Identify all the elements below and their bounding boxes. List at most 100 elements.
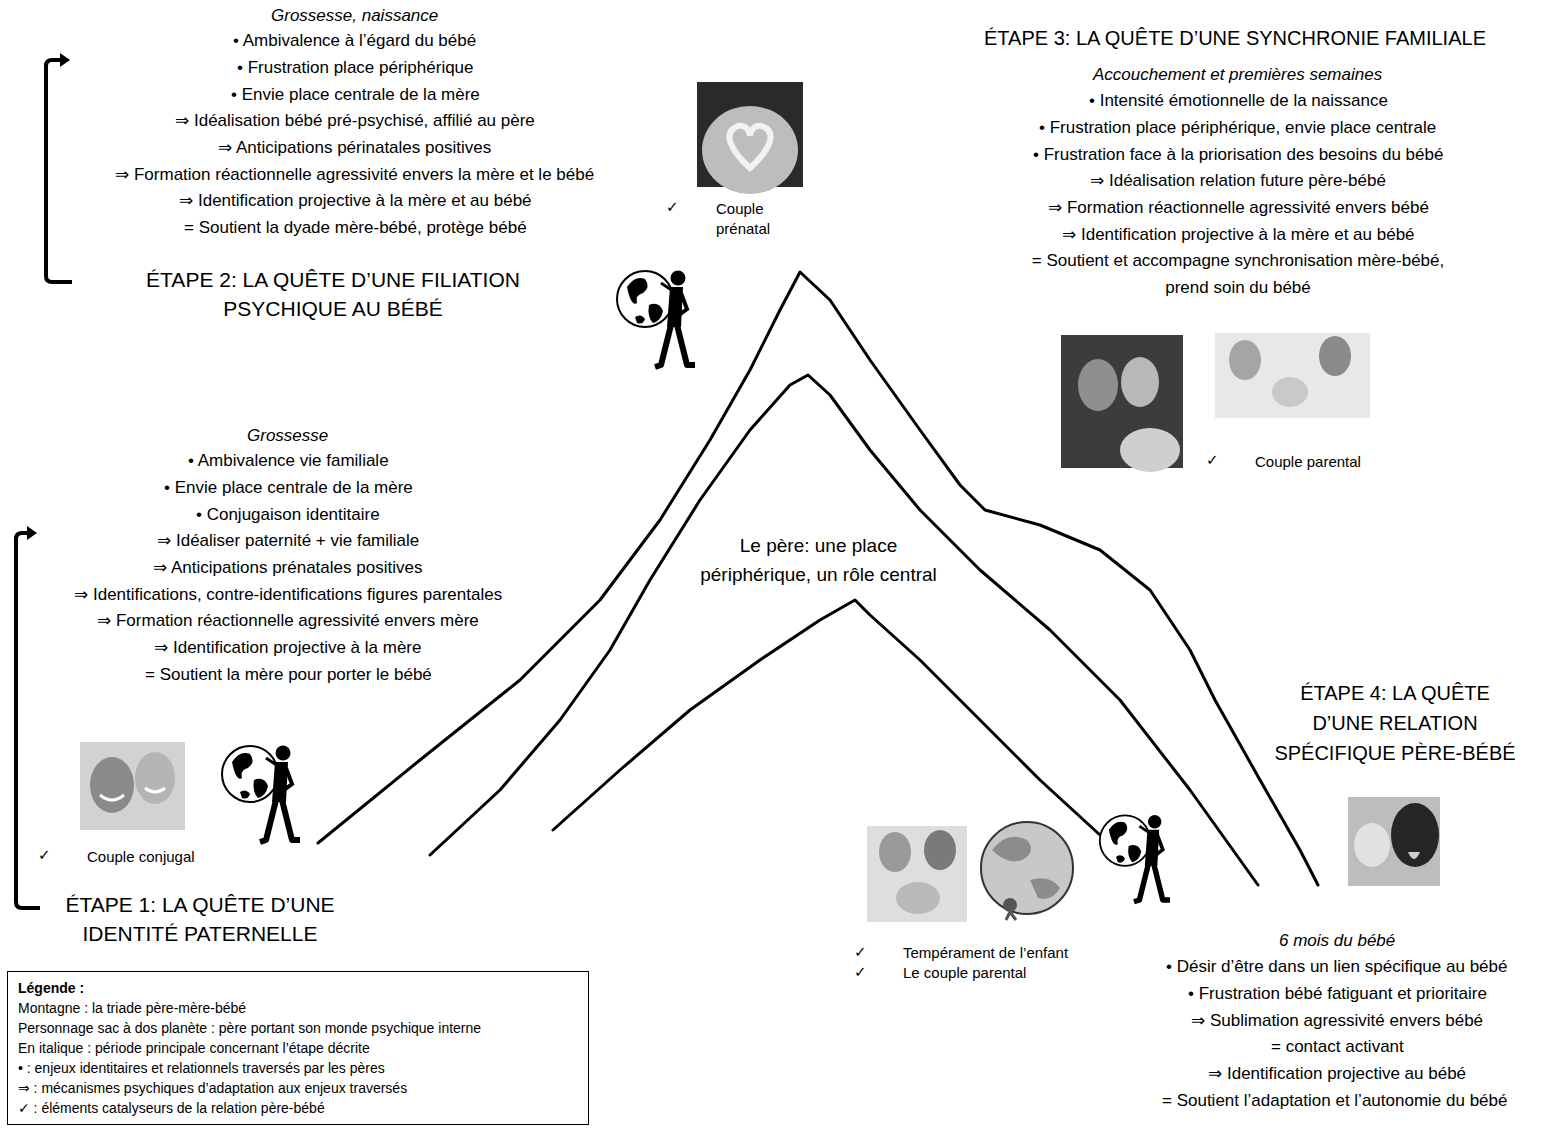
legend-entry: ⇒ : mécanismes psychiques d’adaptation a… bbox=[18, 1078, 578, 1098]
illustration-part bbox=[702, 106, 798, 194]
check-mark: ✓ bbox=[854, 963, 867, 982]
photo bbox=[1348, 797, 1440, 886]
illustration-part bbox=[90, 757, 134, 813]
issue-item: • Intensité émotionnelle de la naissance bbox=[1089, 90, 1388, 111]
legend-entry: Personnage sac à dos planète : père port… bbox=[18, 1018, 578, 1038]
issue-item: • Désir d’être dans un lien spécifique a… bbox=[1166, 956, 1507, 977]
illustration-part bbox=[729, 126, 770, 168]
illustration-part bbox=[1319, 336, 1351, 376]
check-mark: ✓ bbox=[38, 846, 51, 865]
outcome-item: = Soutient la dyade mère-bébé, protège b… bbox=[184, 217, 527, 238]
mechanism-item: ⇒ Formation réactionnelle agressivité en… bbox=[97, 610, 479, 631]
mechanism-item: ⇒ Identification projective à la mère et… bbox=[179, 190, 532, 211]
stage-title: ÉTAPE 4: LA QUÊTE D’UNE RELATION SPÉCIFI… bbox=[1270, 678, 1520, 768]
walker-figure bbox=[617, 271, 695, 368]
stage-title: ÉTAPE 3: LA QUÊTE D’UNE SYNCHRONIE FAMIL… bbox=[984, 26, 1486, 51]
mountain-outer bbox=[318, 272, 1318, 885]
photo bbox=[867, 826, 967, 922]
illustration-part bbox=[992, 837, 1031, 862]
issue-item: • Ambivalence vie familiale bbox=[188, 450, 389, 471]
illustration-part bbox=[1006, 912, 1016, 920]
photo bbox=[80, 742, 185, 830]
issue-item: • Frustration bébé fatiguant et priorita… bbox=[1188, 983, 1487, 1004]
center-label: Le père: une place périphérique, un rôle… bbox=[691, 532, 946, 589]
issue-item: • Envie place centrale de la mère bbox=[231, 84, 480, 105]
illustration-part bbox=[924, 830, 956, 870]
mechanism-item: ⇒ Formation réactionnelle agressivité en… bbox=[115, 164, 594, 185]
illustration-part bbox=[135, 752, 175, 804]
mechanism-item: ⇒ Idéalisation relation future père-bébé bbox=[1090, 170, 1386, 191]
bracket-arrow bbox=[27, 526, 37, 540]
catalyst-label: Tempérament de l’enfant bbox=[903, 944, 1068, 963]
illustration-part bbox=[1121, 357, 1159, 407]
walker-figure bbox=[222, 746, 300, 843]
photo bbox=[697, 82, 803, 194]
issue-item: • Frustration place périphérique, envie … bbox=[1039, 117, 1436, 138]
illustration-part bbox=[867, 826, 967, 922]
mountain-middle bbox=[430, 375, 1258, 885]
legend-heading: Légende : bbox=[18, 978, 578, 998]
legend-entry: ✓ : éléments catalyseurs de la relation … bbox=[18, 1098, 578, 1118]
issue-item: • Frustration place périphérique bbox=[237, 57, 474, 78]
illustration-part bbox=[1391, 803, 1439, 867]
issue-item: • Conjugaison identitaire bbox=[196, 504, 380, 525]
illustration-part bbox=[1229, 340, 1261, 380]
check-mark: ✓ bbox=[854, 943, 867, 962]
mechanism-item: ⇒ Identification projective à la mère et… bbox=[1062, 224, 1415, 245]
illustration-part bbox=[145, 788, 165, 792]
cartoon bbox=[981, 822, 1073, 920]
bracket bbox=[46, 60, 72, 282]
issue-item: • Envie place centrale de la mère bbox=[164, 477, 413, 498]
mechanism-item: ⇒ Sublimation agressivité envers bébé bbox=[1191, 1010, 1483, 1031]
walker-figure bbox=[1100, 815, 1170, 902]
illustration-part bbox=[1408, 852, 1420, 859]
illustration-part bbox=[1030, 878, 1060, 899]
photo bbox=[1061, 335, 1183, 472]
issue-item: • Frustration face à la priorisation des… bbox=[1033, 144, 1443, 165]
issue-item: • Ambivalence à l’égard du bébé bbox=[233, 30, 476, 51]
mechanism-item: ⇒ Idéaliser paternité + vie familiale bbox=[157, 530, 419, 551]
mechanism-item: ⇒ Idéalisation bébé pré-psychisé, affili… bbox=[175, 110, 535, 131]
illustration-part bbox=[1003, 898, 1017, 912]
illustration-part bbox=[100, 795, 124, 800]
period-label: Grossesse, naissance bbox=[271, 5, 438, 26]
legend-entry: • : enjeux identitaires et relationnels … bbox=[18, 1058, 578, 1078]
catalyst-label: Le couple parental bbox=[903, 964, 1026, 983]
illustration-part bbox=[896, 882, 940, 914]
illustration-part bbox=[1078, 359, 1118, 411]
check-mark: ✓ bbox=[666, 198, 679, 217]
stage-title: ÉTAPE 2: LA QUÊTE D’UNE FILIATION PSYCHI… bbox=[133, 265, 533, 324]
mountain-inner bbox=[553, 600, 1100, 835]
catalyst-label: Couple prénatal bbox=[716, 199, 796, 238]
illustration-part bbox=[1272, 377, 1308, 407]
mechanism-item: ⇒ Anticipations périnatales positives bbox=[218, 137, 491, 158]
outcome-item: = Soutient l’adaptation et l’autonomie d… bbox=[1162, 1090, 1507, 1111]
period-label: Accouchement et premières semaines bbox=[1093, 64, 1382, 85]
stage-title: ÉTAPE 1: LA QUÊTE D’UNE IDENTITÉ PATERNE… bbox=[35, 890, 365, 949]
illustration-part bbox=[1348, 797, 1440, 886]
catalyst-label: Couple conjugal bbox=[87, 848, 195, 867]
illustration-part bbox=[1215, 333, 1370, 418]
mechanism-item: ⇒ Identification projective au bébé bbox=[1208, 1063, 1466, 1084]
photo bbox=[1215, 333, 1370, 418]
bracket-arrow bbox=[60, 53, 70, 67]
mechanism-item: ⇒ Anticipations prénatales positives bbox=[153, 557, 422, 578]
legend-entry: Montagne : la triade père-mère-bébé bbox=[18, 998, 578, 1018]
mechanism-item: ⇒ Identification projective à la mère bbox=[154, 637, 421, 658]
illustration-part bbox=[80, 742, 185, 830]
illustration-part bbox=[879, 832, 911, 872]
period-label: Grossesse bbox=[247, 425, 328, 446]
mechanism-item: ⇒ Identifications, contre-identification… bbox=[74, 584, 502, 605]
bracket bbox=[16, 533, 40, 908]
illustration-part bbox=[1120, 428, 1180, 472]
outcome-item: = contact activant bbox=[1271, 1036, 1404, 1057]
outcome-item: = Soutient et accompagne synchronisation… bbox=[1020, 247, 1456, 301]
illustration-part bbox=[981, 822, 1073, 914]
period-label: 6 mois du bébé bbox=[1279, 930, 1395, 951]
illustration-part bbox=[1354, 823, 1390, 867]
legend-entry: En italique : période principale concern… bbox=[18, 1038, 578, 1058]
check-mark: ✓ bbox=[1206, 451, 1219, 470]
mechanism-item: ⇒ Formation réactionnelle agressivité en… bbox=[1048, 197, 1429, 218]
legend-box: Légende :Montagne : la triade père-mère-… bbox=[7, 971, 589, 1125]
